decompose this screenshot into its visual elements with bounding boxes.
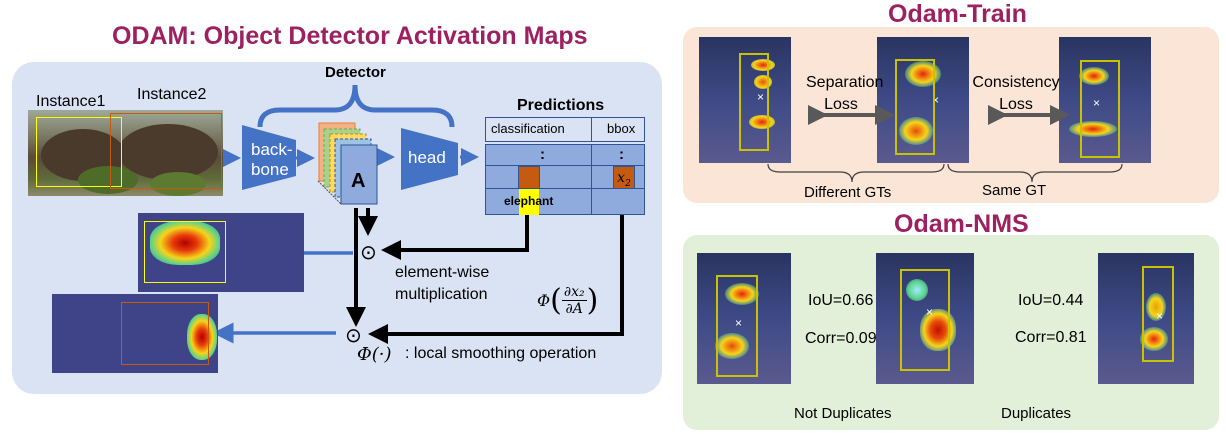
feature-map-label: A [351,170,366,192]
head-block [401,128,458,190]
pair1-corr-label: Corr=0.09 [805,330,877,347]
same-gt-label: Same GT [982,182,1047,199]
elementwise-label: element-wise multiplication [395,262,489,306]
instance1-heatmap-box [144,221,226,283]
pair1-iou-label: IoU=0.66 [808,292,874,309]
nms-image-1: × [697,253,791,384]
nms-box-3 [1142,266,1174,362]
consistency-line1: Consistency [972,74,1060,91]
smoothing-symbol: Φ(·) [357,344,392,365]
pair2-corr-label: Corr=0.81 [1015,329,1087,346]
elephants-illustration [41,124,218,196]
gradient-numerator: ∂x₂ [561,284,587,301]
separation-line1: Separation [806,74,884,91]
bbox-x-subscript: 2 [625,178,631,189]
instance2-label: Instance2 [137,86,207,103]
train-box-1 [739,53,769,151]
heatmap-instance2-image [52,294,218,373]
phi-gradient-formula: Φ ( ∂x₂ ∂A ) [537,283,599,318]
input-elephant-image [28,110,223,196]
bbox-x-symbol: x [617,170,626,186]
elementwise-line1: element-wise [395,264,490,281]
nms-box-2 [900,269,950,371]
heatmap-instance1-image [138,213,304,292]
odot-operator-1: ⊙ [360,242,377,264]
class-score-cell [518,166,540,190]
center-marker-icon: × [926,305,934,319]
classification-ellipsis: : [540,146,545,163]
detector-label: Detector [325,64,386,81]
phi-symbol: Φ [537,291,551,310]
bbox-ellipsis: : [619,146,624,163]
center-marker-icon: × [1093,96,1101,110]
elementwise-line2: multiplication [395,286,488,303]
instance1-box [36,117,122,187]
feature-map-A [340,144,378,205]
bbox-header: bbox [607,121,636,136]
gradient-denominator: ∂A [565,301,583,317]
instance1-label: Instance1 [36,93,106,110]
train-image-2: × [877,37,969,163]
center-marker-icon: × [757,90,765,104]
predictions-table: classification bbox : : x2 elephant [485,117,645,215]
backbone-label: back- bone [251,140,293,180]
nms-image-3: × [1098,253,1194,384]
detector-brace [257,84,455,128]
nms-image-2: × [876,253,974,384]
bbox-x2-cell: x2 [613,166,635,190]
train-image-1: × [699,37,791,163]
center-marker-icon: × [932,93,940,107]
different-gts-label: Different GTs [804,184,892,201]
instance2-box [110,113,222,189]
predictions-title: Predictions [517,97,605,114]
duplicates-label: Duplicates [1001,405,1072,422]
odam-title: ODAM: Object Detector Activation Maps [112,22,588,50]
center-marker-icon: × [1156,309,1164,323]
head-label: head [408,148,446,167]
pair2-iou-label: IoU=0.44 [1018,292,1084,309]
not-duplicates-label: Not Duplicates [794,405,892,422]
train-title: Odam-Train [888,0,1027,28]
elephant-highlight [519,189,539,215]
classification-header: classification [491,121,565,136]
pipeline-arrows [212,122,624,344]
backbone-label-line1: back- [251,140,293,159]
train-image-3: × [1059,37,1151,163]
train-box-3 [1080,60,1120,158]
backbone-block [242,125,296,190]
nms-box-1 [716,275,758,377]
odot-operator-2: ⊙ [345,325,362,347]
instance2-heatmap-box [121,302,209,365]
nms-title: Odam-NMS [894,210,1029,238]
smoothing-label: : local smoothing operation [405,345,597,362]
center-marker-icon: × [735,316,743,330]
backbone-label-line2: bone [251,160,289,179]
train-box-2 [895,59,935,155]
class-label-elephant: elephant [504,194,554,208]
